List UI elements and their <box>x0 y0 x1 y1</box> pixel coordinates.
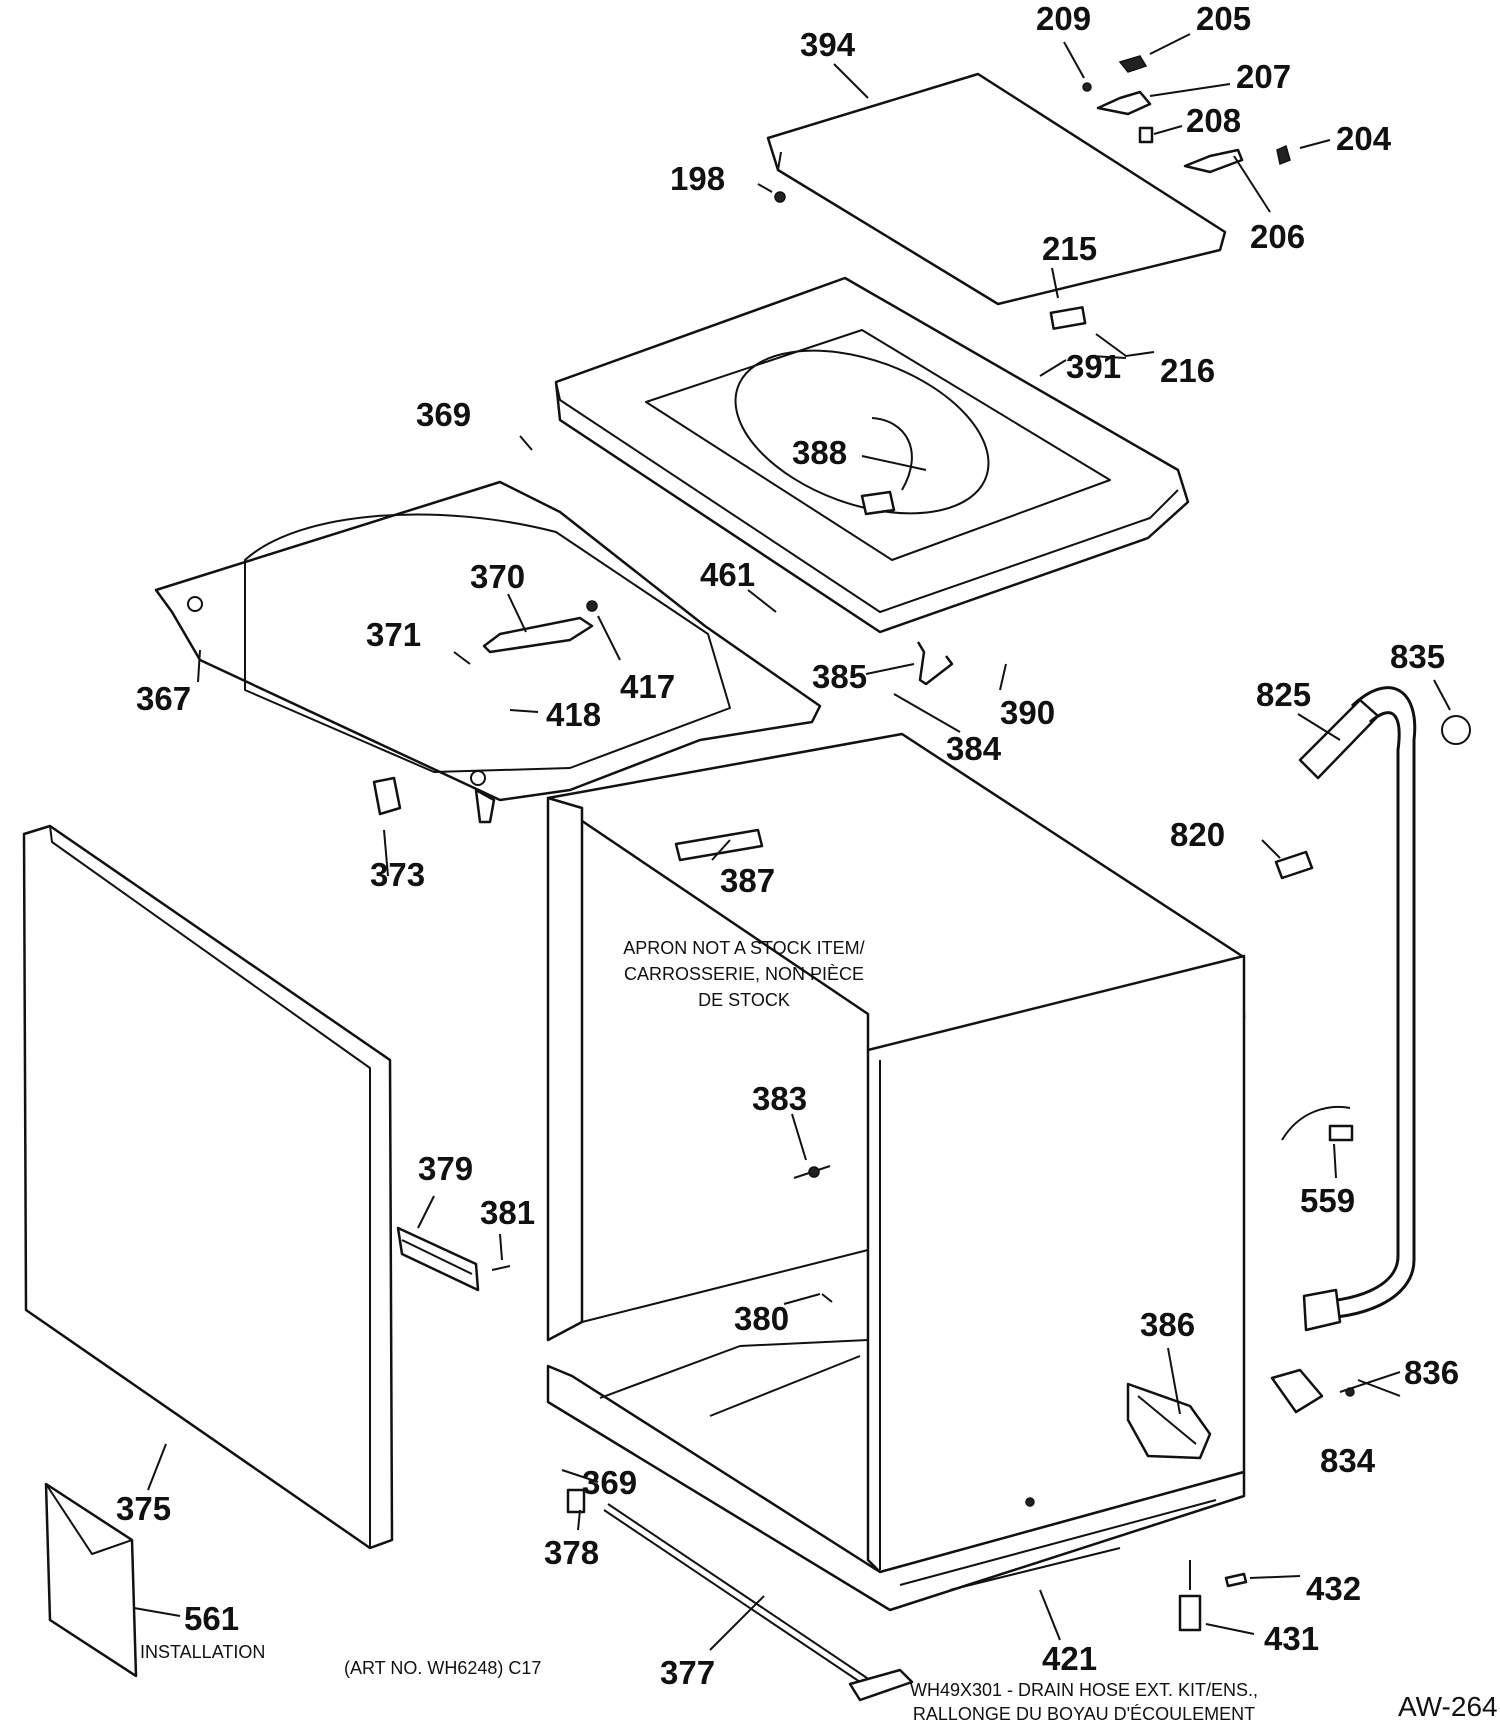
bar-377 <box>566 1488 914 1702</box>
callout-204: 204 <box>1336 120 1392 157</box>
callout-387: 387 <box>720 862 775 899</box>
callout-394: 394 <box>800 26 856 63</box>
callout-381: 381 <box>480 1194 535 1231</box>
callout-215: 215 <box>1042 230 1097 267</box>
callout-820: 820 <box>1170 816 1225 853</box>
drain-kit-note-line2: RALLONGE DU BOYAU D'ÉCOULEMENT <box>913 1704 1255 1724</box>
callout-417: 417 <box>620 668 675 705</box>
callout-418: 418 <box>546 696 601 733</box>
callout-432: 432 <box>1306 1570 1361 1607</box>
installation-envelope-561 <box>44 1482 138 1678</box>
callout-380: 380 <box>734 1300 789 1337</box>
hinge-hardware <box>774 55 1291 203</box>
callout-834: 834 <box>1320 1442 1376 1479</box>
callout-559: 559 <box>1300 1182 1355 1219</box>
callout-367: 367 <box>136 680 191 717</box>
callout-385: 385 <box>812 658 867 695</box>
drain-kit-note-line1: WH49X301 - DRAIN HOSE EXT. KIT/ENS., <box>910 1680 1258 1700</box>
apron-note-line2: CARROSSERIE, NON PIÈCE <box>624 964 864 984</box>
callout-383: 383 <box>752 1080 807 1117</box>
drain-hose-825 <box>1274 686 1471 1332</box>
drawing-id: AW-264 <box>1398 1691 1498 1722</box>
callout-206: 206 <box>1250 218 1305 255</box>
callout-561: 561 <box>184 1600 239 1637</box>
callout-378: 378 <box>544 1534 599 1571</box>
callout-421: 421 <box>1042 1640 1097 1677</box>
callout-371: 371 <box>366 616 421 653</box>
callout-431: 431 <box>1264 1620 1319 1657</box>
base-frame-367 <box>154 480 822 824</box>
callout-216: 216 <box>1160 352 1215 389</box>
installation-label: INSTALLATION <box>140 1642 265 1662</box>
apron-note-line3: DE STOCK <box>698 990 790 1010</box>
top-cover-391 <box>554 276 1190 686</box>
rail-379 <box>396 1226 511 1292</box>
front-panel-375 <box>22 824 394 1550</box>
leader-lines <box>133 33 1451 1651</box>
callout-377: 377 <box>660 1654 715 1691</box>
callout-836: 836 <box>1404 1354 1459 1391</box>
callout-207: 207 <box>1236 58 1291 95</box>
callout-198: 198 <box>670 160 725 197</box>
callout-390: 390 <box>1000 694 1055 731</box>
callout-208: 208 <box>1186 102 1241 139</box>
apron-note-line1: APRON NOT A STOCK ITEM/ <box>623 938 864 958</box>
callout-825: 825 <box>1256 676 1311 713</box>
callout-835: 835 <box>1390 638 1445 675</box>
callout-384: 384 <box>946 730 1002 767</box>
callout-369-top: 369 <box>416 396 471 433</box>
callout-379: 379 <box>418 1150 473 1187</box>
callout-461: 461 <box>700 556 755 593</box>
callout-370: 370 <box>470 558 525 595</box>
lid-394 <box>766 72 1227 306</box>
callout-369-bottom: 369 <box>582 1464 637 1501</box>
callout-388: 388 <box>792 434 847 471</box>
notes: APRON NOT A STOCK ITEM/ CARROSSERIE, NON… <box>140 938 1498 1724</box>
callout-373: 373 <box>370 856 425 893</box>
callout-labels: 394 209 205 207 208 204 206 198 215 216 … <box>116 0 1459 1691</box>
small-parts-right <box>1178 1105 1355 1632</box>
cabinet <box>546 732 1246 1612</box>
callout-386: 386 <box>1140 1306 1195 1343</box>
art-number: (ART NO. WH6248) C17 <box>344 1658 541 1678</box>
callout-375: 375 <box>116 1490 171 1527</box>
callout-209: 209 <box>1036 0 1091 37</box>
callout-205: 205 <box>1196 0 1251 37</box>
callout-391: 391 <box>1066 348 1121 385</box>
